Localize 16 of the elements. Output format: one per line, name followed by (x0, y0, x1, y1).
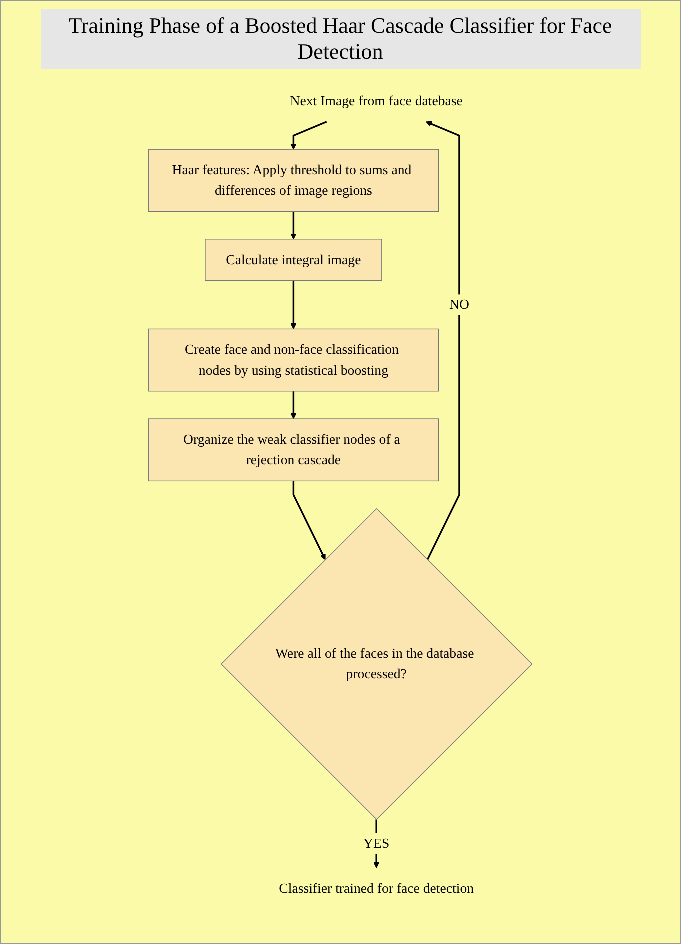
arrow (292, 481, 326, 560)
edge-label: YES (364, 836, 390, 852)
node-box: Organize the weak classifier nodes of a rejection cascade (148, 418, 440, 482)
title-banner: Training Phase of a Boosted Haar Cascade Classifier for Face Detection (40, 9, 640, 69)
edge-label: NO (450, 297, 470, 313)
node-text: Classifier trained for face detection (279, 881, 474, 896)
arrow (290, 212, 297, 240)
arrow (290, 280, 297, 330)
node-box: Create face and non-face classification nodes by using statistical boosting (148, 328, 440, 392)
arrow (426, 121, 460, 560)
arrow (290, 391, 297, 420)
node-text: Next Image from face datebase (290, 94, 463, 109)
node-box: Calculate integral image (205, 239, 382, 282)
node-diamond: Were all of the faces in the database processed? (221, 508, 533, 820)
node-box: Haar features: Apply threshold to sums and differences of image regions (148, 149, 440, 212)
arrow (290, 121, 328, 150)
